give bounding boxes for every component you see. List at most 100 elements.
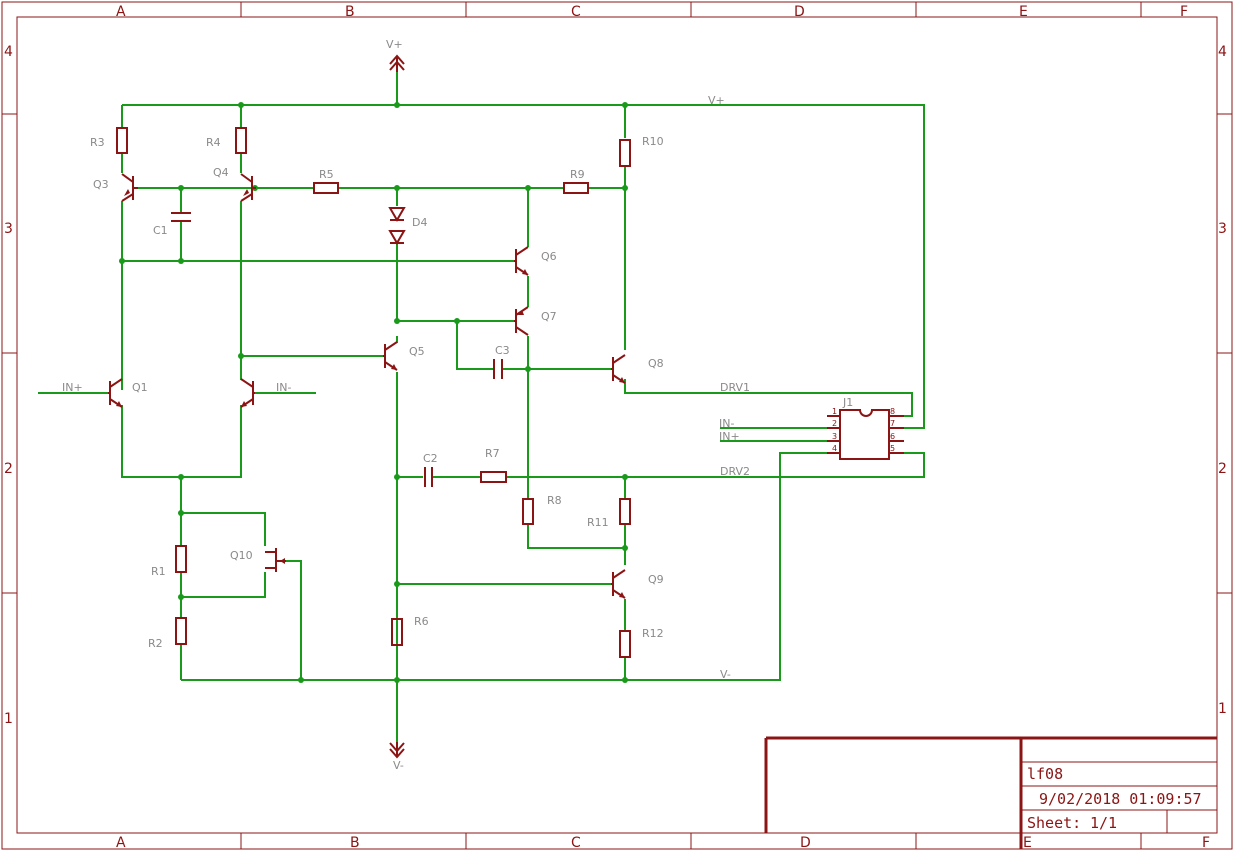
capacitors — [171, 212, 503, 487]
col-label-top-e: E — [1019, 4, 1028, 20]
label-q7: Q7 — [541, 310, 557, 323]
resistor-r11 — [619, 498, 631, 525]
row-label-left-2: 2 — [4, 461, 13, 477]
label-r12: R12 — [642, 627, 664, 640]
title-block: lf08 9/02/2018 01:09:57 Sheet: 1/1 — [764, 736, 1217, 849]
col-label-top-b: B — [345, 4, 355, 20]
frame-inner — [16, 16, 1218, 834]
transistor-q8 — [611, 354, 626, 384]
resistors — [116, 127, 631, 658]
capacitor-c3 — [493, 359, 503, 379]
j1-pin-8: 8 — [890, 407, 895, 416]
resistor-r2 — [175, 617, 187, 645]
label-q6: Q6 — [541, 250, 557, 263]
net-label-drv1: DRV1 — [720, 381, 750, 394]
vplus-supply-symbol: V+ — [386, 38, 405, 72]
frame-row-ticks — [2, 113, 1232, 594]
row-label-left-1: 1 — [4, 711, 13, 727]
net-label-j1-in-minus: IN- — [719, 417, 734, 430]
net-label-in-plus: IN+ — [62, 381, 83, 394]
wires — [38, 70, 925, 745]
resistor-r8 — [522, 498, 534, 525]
col-label-bottom-d: D — [800, 835, 811, 851]
vplus-supply-label: V+ — [386, 38, 403, 51]
row-label-right-2: 2 — [1218, 461, 1227, 477]
diode-d4 — [388, 207, 406, 245]
label-r1: R1 — [151, 565, 166, 578]
junctions — [119, 102, 628, 683]
capacitor-c1 — [171, 212, 191, 222]
col-label-bottom-e: E — [1023, 835, 1032, 851]
label-r9: R9 — [570, 168, 585, 181]
j1-pin-3: 3 — [832, 432, 837, 441]
transistor-q7 — [514, 306, 529, 336]
title-block-name: lf08 — [1027, 765, 1063, 783]
net-label-j1-in-plus: IN+ — [719, 430, 740, 443]
transistor-q5 — [383, 341, 398, 371]
row-label-right-1: 1 — [1218, 701, 1227, 717]
net-labels: V+ IN+ IN- DRV1 IN- IN+ DRV2 V- — [62, 94, 750, 681]
label-c1: C1 — [153, 224, 168, 237]
label-j1: J1 — [842, 396, 853, 409]
resistor-r1 — [175, 545, 187, 573]
connector-j1: 1 2 3 4 5 6 7 8 — [827, 407, 904, 460]
resistor-r6 — [391, 618, 403, 646]
resistor-r5 — [313, 182, 339, 194]
row-label-left-3: 3 — [4, 221, 13, 237]
transistor-q6 — [514, 246, 529, 276]
row-label-right-3: 3 — [1218, 221, 1227, 237]
resistor-r9 — [563, 182, 589, 194]
label-q9: Q9 — [648, 573, 664, 586]
net-label-vplus: V+ — [708, 94, 725, 107]
col-label-top-f: F — [1180, 4, 1188, 20]
title-block-sheet-label: Sheet: — [1027, 814, 1081, 832]
part-labels: R3 R4 Q3 Q4 R5 R9 R10 C1 D4 Q6 Q7 Q5 C3 … — [90, 135, 853, 650]
label-r2: R2 — [148, 637, 163, 650]
label-c2: C2 — [423, 452, 438, 465]
j1-pin-7: 7 — [890, 419, 895, 428]
label-q4: Q4 — [213, 166, 229, 179]
title-block-sheet-value: 1/1 — [1090, 814, 1117, 832]
resistor-r7 — [480, 471, 507, 483]
transistors — [108, 173, 626, 599]
j1-pin-4: 4 — [832, 444, 837, 453]
j1-pin-5: 5 — [890, 444, 895, 453]
col-label-bottom-a: A — [116, 835, 126, 851]
label-q3: Q3 — [93, 178, 109, 191]
row-label-right-4: 4 — [1218, 44, 1227, 60]
label-q1: Q1 — [132, 381, 148, 394]
vminus-supply-label: V- — [393, 759, 404, 772]
label-r11: R11 — [587, 516, 609, 529]
col-label-top-c: C — [571, 4, 581, 20]
transistor-q10 — [265, 548, 286, 572]
transistor-q3 — [121, 173, 138, 202]
col-label-bottom-c: C — [571, 835, 581, 851]
label-r8: R8 — [547, 494, 562, 507]
label-q10: Q10 — [230, 549, 253, 562]
j1-pin-1: 1 — [832, 407, 837, 416]
transistor-q2 — [240, 378, 255, 408]
resistor-r4 — [235, 127, 247, 154]
capacitor-c2 — [424, 467, 433, 487]
label-d4: D4 — [412, 216, 427, 229]
row-label-left-4: 4 — [4, 44, 13, 60]
net-label-drv2: DRV2 — [720, 465, 750, 478]
col-label-bottom-b: B — [350, 835, 360, 851]
title-block-datetime: 9/02/2018 01:09:57 — [1039, 790, 1202, 808]
col-label-top-a: A — [116, 4, 126, 20]
label-q5: Q5 — [409, 345, 425, 358]
col-label-top-d: D — [794, 4, 805, 20]
label-r3: R3 — [90, 136, 105, 149]
label-c3: C3 — [495, 344, 510, 357]
j1-pin-6: 6 — [890, 432, 895, 441]
transistor-q1 — [108, 378, 123, 408]
label-r4: R4 — [206, 136, 221, 149]
resistor-r12 — [619, 630, 631, 658]
net-label-vminus: V- — [720, 668, 731, 681]
frame-column-ticks — [240, 2, 1142, 849]
label-r7: R7 — [485, 447, 500, 460]
